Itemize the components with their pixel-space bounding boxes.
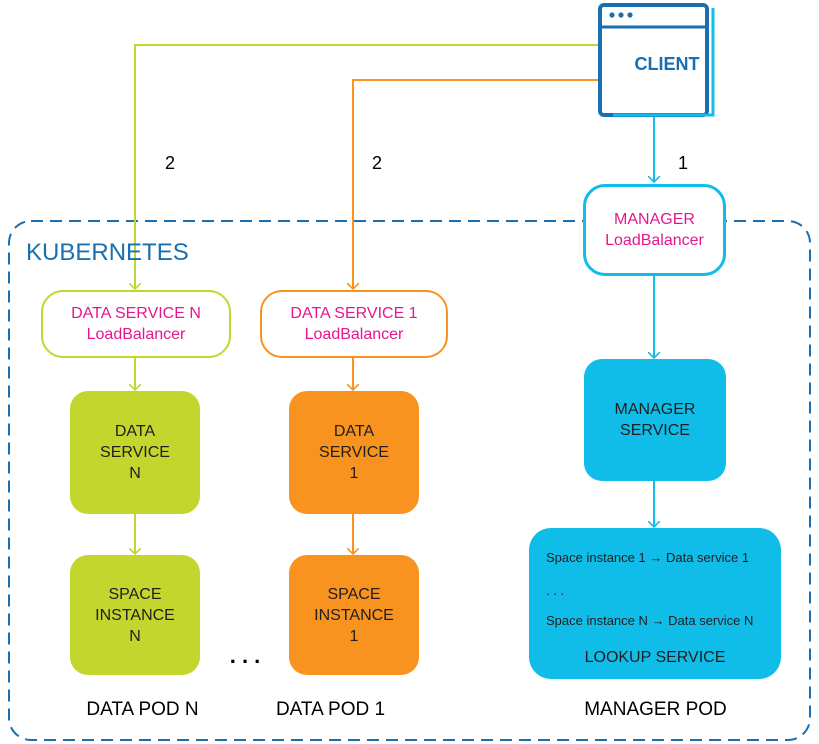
manager-loadbalancer: MANAGER LoadBalancer <box>583 184 726 276</box>
step-number-data-1: 2 <box>371 153 382 173</box>
data-service-n-box: DATA SERVICE N <box>70 391 200 514</box>
space-instance-1-line: INSTANCE <box>314 606 394 624</box>
data-service-1-line: DATA <box>333 423 375 440</box>
space-instance-1-line: SPACE <box>327 585 381 603</box>
data-service-n-line: N <box>129 465 141 482</box>
kubernetes-label: KUBERNETES <box>26 239 189 266</box>
space-instance-n-line: INSTANCE <box>95 606 175 624</box>
data-service-n-loadbalancer: DATA SERVICE N LoadBalancer <box>41 290 231 358</box>
lb-1-subtitle: LoadBalancer <box>304 326 404 343</box>
space-instance-1-line: 1 <box>349 627 359 645</box>
data-service-1-box: DATA SERVICE 1 <box>289 391 419 514</box>
kubernetes-boundary <box>8 220 811 741</box>
manager-service-box: MANAGER SERVICE <box>584 359 726 481</box>
lookup-row: Space instance 1 → Data service 1 <box>546 550 750 565</box>
lb-n-subtitle: LoadBalancer <box>86 326 186 343</box>
lookup-service-title: LOOKUP SERVICE <box>584 649 726 666</box>
manager-lb-subtitle: LoadBalancer <box>605 232 704 249</box>
data-pod-1-label: DATA POD 1 <box>275 699 386 720</box>
space-instance-1-box: SPACE INSTANCE 1 <box>289 555 419 675</box>
client-label: CLIENT <box>634 54 700 74</box>
space-instance-n-line: N <box>129 627 141 645</box>
data-service-1-line: 1 <box>349 465 359 482</box>
manager-lb-title: MANAGER <box>614 211 695 228</box>
arrow-client-to-data-1 <box>353 79 600 289</box>
manager-service-line: SERVICE <box>620 422 690 439</box>
data-service-1-line: SERVICE <box>319 444 389 461</box>
data-service-1-loadbalancer: DATA SERVICE 1 LoadBalancer <box>260 290 448 358</box>
lb-1-title: DATA SERVICE 1 <box>290 305 418 322</box>
data-pod-n-label: DATA POD N <box>86 699 199 720</box>
lb-n-title: DATA SERVICE N <box>71 305 201 322</box>
step-number-manager: 1 <box>677 153 688 173</box>
lookup-service-box: Space instance 1 → Data service 1 . . . … <box>529 528 781 679</box>
client-window-icon <box>598 3 715 117</box>
data-service-n-line: SERVICE <box>100 444 170 461</box>
space-instance-n-box: SPACE INSTANCE N <box>70 555 200 675</box>
manager-pod-label: MANAGER POD <box>584 699 727 720</box>
pods-ellipsis: . . . <box>229 643 261 668</box>
lookup-row: . . . <box>546 583 565 598</box>
arrow-client-to-data-n <box>135 44 600 289</box>
space-instance-n-line: SPACE <box>108 585 162 603</box>
lookup-row: Space instance N → Data service N <box>546 613 754 628</box>
step-number-data-n: 2 <box>164 153 175 173</box>
data-service-n-line: DATA <box>114 423 156 440</box>
manager-service-line: MANAGER <box>614 401 696 418</box>
